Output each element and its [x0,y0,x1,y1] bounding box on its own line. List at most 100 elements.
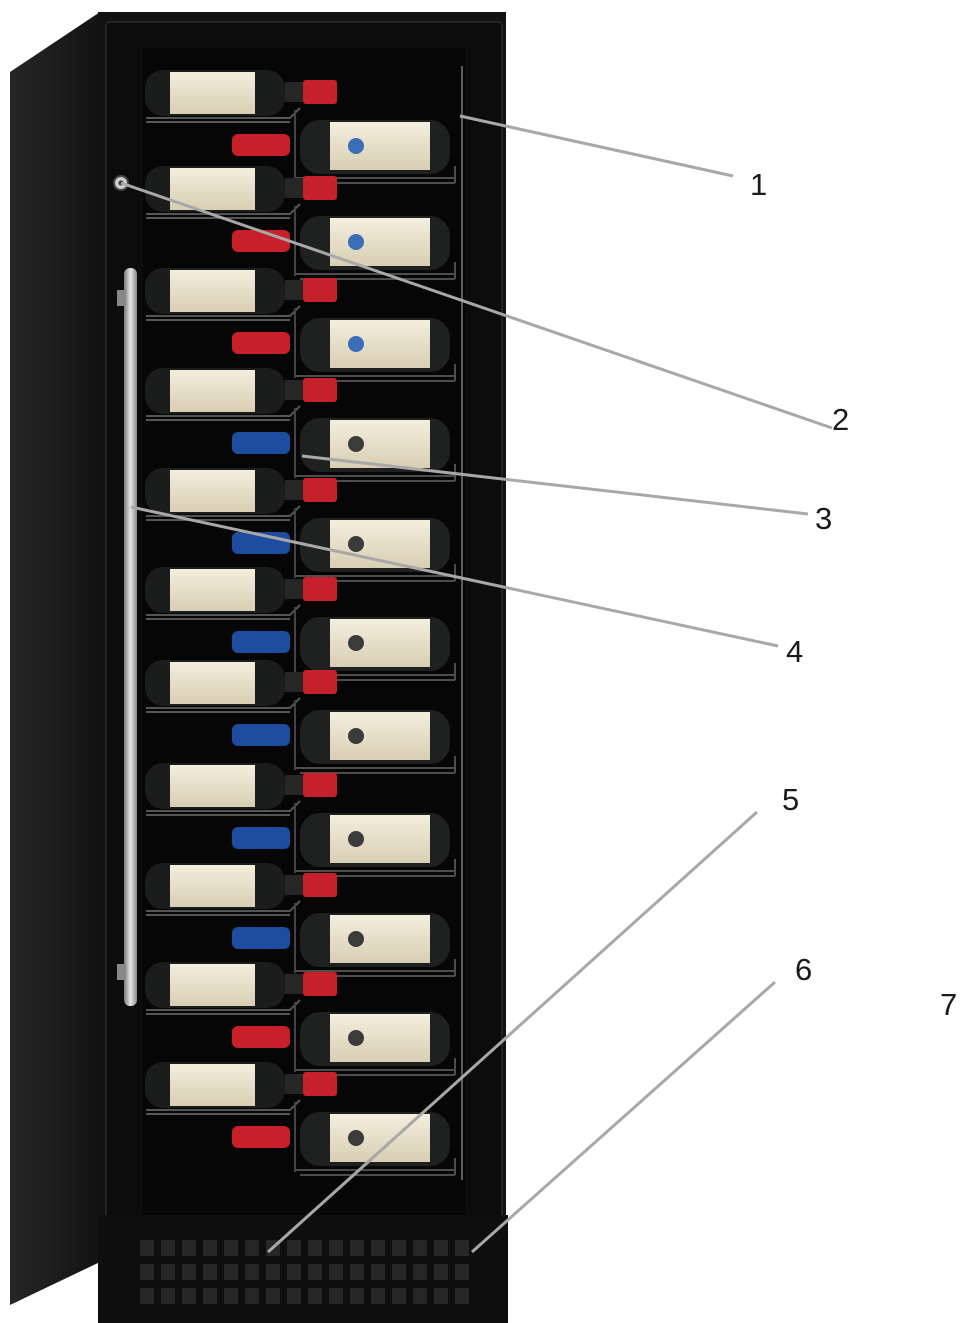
vent-slot [350,1240,364,1256]
vent-slot [308,1240,322,1256]
leader-line-6 [471,980,776,1254]
bottle-cap [303,1072,337,1096]
label-emblem [348,831,364,847]
door-handle [124,268,137,1006]
vent-slot [434,1288,448,1304]
bottle-cap [232,631,290,653]
bottle-label [330,1014,430,1062]
bottle-label [170,662,255,704]
vent-slot [245,1264,259,1280]
wire-rack [146,305,301,321]
bottle-cap [303,873,337,897]
vent-slot [329,1240,343,1256]
vent-slot [371,1240,385,1256]
vent-slot [329,1288,343,1304]
vent-slot [287,1240,301,1256]
callout-3: 3 [815,501,832,536]
shelf-row [145,660,456,774]
bottle-label [170,1064,255,1106]
vent-slot [392,1240,406,1256]
label-emblem [348,536,364,552]
leader-line-3 [301,454,809,516]
vent-slot [224,1240,238,1256]
shelf-row [145,268,456,382]
vent-slot [413,1288,427,1304]
vent-slot [287,1288,301,1304]
vent-slot [224,1288,238,1304]
vent-slot [434,1240,448,1256]
leader-line-2 [120,181,833,430]
bottle-cap [232,1026,290,1048]
bottle-label [330,815,430,863]
label-emblem [348,234,364,250]
bottle-cap [232,230,290,252]
vent-slot [140,1288,154,1304]
vent-slot [287,1264,301,1280]
bottle-label [330,218,430,266]
shelf-row [145,863,456,977]
callout-5: 5 [782,782,799,817]
bottle-neck [285,178,303,198]
bottle-neck [285,82,303,102]
vent-slot [245,1240,259,1256]
label-emblem [348,336,364,352]
bottle-cap [303,378,337,402]
vent-slot [182,1240,196,1256]
vent-slot [434,1264,448,1280]
bottle-cap [232,432,290,454]
callout-labels: 1 2 3 4 5 6 7 [750,167,957,1022]
vent-slot [413,1240,427,1256]
shelf-row [145,1062,456,1176]
bottle-cap [303,972,337,996]
bottle-label [330,122,430,170]
wire-rack [146,697,301,713]
callout-2: 2 [832,402,849,437]
bottle-cap [303,176,337,200]
bottle-cap [232,827,290,849]
bottle-label [170,865,255,907]
vent-slot [455,1288,469,1304]
bottle-cap [303,577,337,601]
callout-7: 7 [940,987,957,1022]
wire-rack [146,1099,301,1115]
bottle-label [170,569,255,611]
vent-slot [455,1264,469,1280]
vent-slot [413,1264,427,1280]
label-emblem [348,931,364,947]
leader-lines [120,114,833,1254]
leader-line-5 [266,810,759,1254]
bottle-cap [303,80,337,104]
bottle-cap [303,478,337,502]
callout-4: 4 [786,634,803,669]
leader-line-1 [459,114,734,178]
wire-rack [295,1158,456,1176]
shelf-row [145,567,456,681]
label-emblem [348,1030,364,1046]
vent-slot [371,1264,385,1280]
bottle-neck [285,579,303,599]
vent-slot [266,1264,280,1280]
label-emblem [348,1130,364,1146]
vent-slot [203,1288,217,1304]
wire-rack [146,505,301,521]
bottle-cap [232,927,290,949]
bottle-label [330,619,430,667]
wire-rack [146,107,301,123]
bottle-label [330,320,430,368]
vent-slot [308,1264,322,1280]
wire-rack [146,800,301,816]
vent-slot [161,1240,175,1256]
shelf-row [145,70,456,184]
wire-rack [146,900,301,916]
vent-slot [224,1264,238,1280]
vent-slot [140,1264,154,1280]
bottle-neck [285,672,303,692]
bottle-cap [303,773,337,797]
bottle-neck [285,974,303,994]
wire-rack [146,405,301,421]
bottle-neck [285,280,303,300]
bottle-neck [285,1074,303,1094]
vent-slot [203,1264,217,1280]
bottle-label [170,370,255,412]
